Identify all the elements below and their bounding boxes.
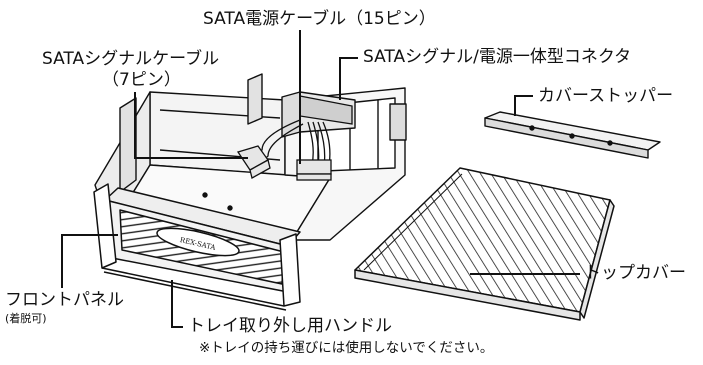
cover-stopper-shape xyxy=(484,111,661,159)
cables xyxy=(251,119,331,168)
top-cover-shape xyxy=(354,167,615,321)
label-sata-signal-pins: （7ピン） xyxy=(102,70,181,90)
label-handle-caution: ※トレイの持ち運びには使用しないでください。 xyxy=(199,340,494,356)
label-top-cover: トップカバー xyxy=(584,263,686,283)
label-cover-stopper: カバーストッパー xyxy=(538,86,674,106)
tray-handle-shape xyxy=(93,183,301,311)
power-connector xyxy=(296,159,332,181)
label-front-panel: フロントパネル xyxy=(5,290,124,310)
front-panel-shape: REX-SATA xyxy=(104,187,301,293)
label-sata-signal-cable: SATAシグナルケーブル xyxy=(42,49,220,69)
label-sata-power-cable: SATA電源ケーブル（15ピン） xyxy=(203,9,436,29)
label-combo-connector: SATAシグナル/電源一体型コネクタ xyxy=(363,47,632,67)
label-front-panel-note: (着脱可) xyxy=(5,312,47,325)
leader-lines xyxy=(61,30,580,328)
signal-connector xyxy=(236,145,271,179)
label-tray-handle: トレイ取り外し用ハンドル xyxy=(188,316,392,336)
